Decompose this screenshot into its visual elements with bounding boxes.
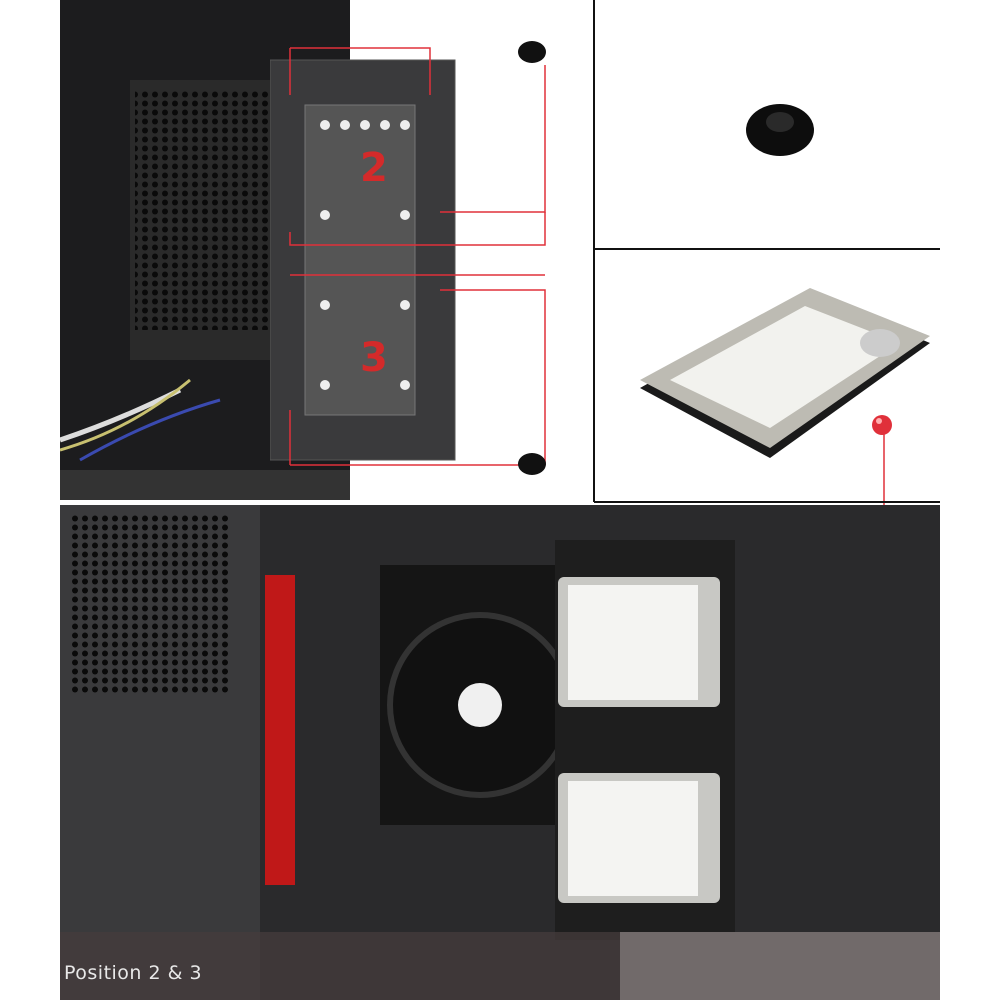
bay-label-3: 3 [360, 335, 388, 381]
bay-label-2: 2 [360, 145, 388, 191]
caption-text: Position 2 & 3 [64, 962, 203, 984]
caption-bar: Position 2 & 3 [60, 932, 940, 1000]
grommet-closeup [746, 104, 814, 156]
grommet-icon [518, 41, 546, 63]
drive-bracket-plate [270, 59, 456, 461]
hard-drive-photo [640, 288, 930, 458]
grommet-icon [518, 453, 546, 475]
case-installed-photo [60, 505, 940, 1000]
